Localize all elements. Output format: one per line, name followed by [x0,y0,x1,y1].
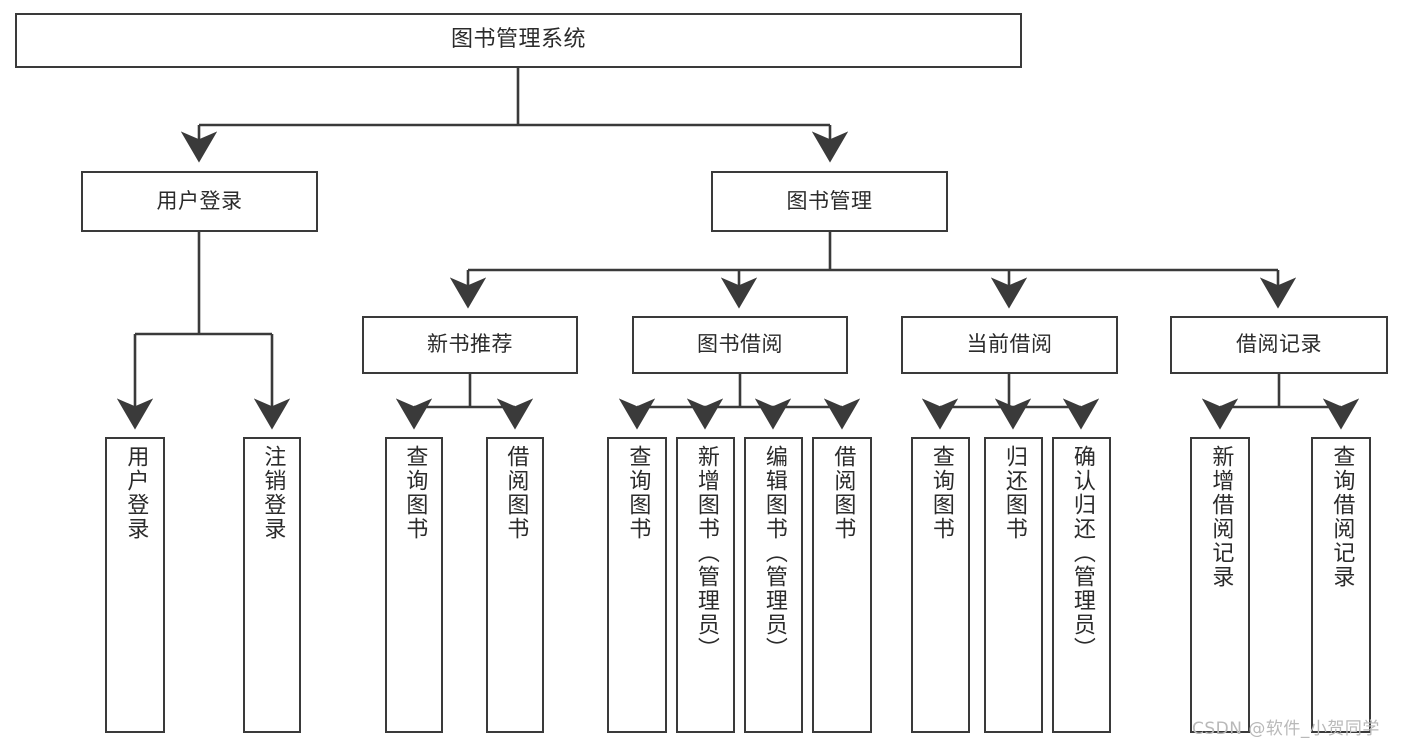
node-user-login[interactable]: 用户登录 [81,171,318,232]
node-user-login-label: 用户登录 [156,188,243,213]
node-root[interactable]: 图书管理系统 [15,13,1022,68]
node-leaf-return-book-label: 归还图书 [1001,445,1027,541]
node-leaf-user-login[interactable]: 用户登录 [105,437,165,733]
node-new-book-recommend[interactable]: 新书推荐 [362,316,578,374]
node-borrow-record-label: 借阅记录 [1236,332,1322,357]
node-leaf-query-book-rec[interactable]: 查询图书 [385,437,443,733]
node-book-manage[interactable]: 图书管理 [711,171,948,232]
node-leaf-borrow-book[interactable]: 借阅图书 [812,437,872,733]
node-leaf-query-book-cur[interactable]: 查询图书 [911,437,970,733]
node-leaf-query-borrow-record[interactable]: 查询借阅记录 [1311,437,1371,733]
node-leaf-query-book-borrow[interactable]: 查询图书 [607,437,667,733]
node-borrow-record[interactable]: 借阅记录 [1170,316,1388,374]
node-book-manage-label: 图书管理 [786,188,873,213]
node-leaf-query-book-borrow-label: 查询图书 [625,445,651,541]
node-leaf-borrow-book-label: 借阅图书 [830,445,856,541]
node-leaf-logout-label: 注销登录 [260,445,286,541]
node-leaf-confirm-return[interactable]: 确认归还（管理员） [1052,437,1111,733]
node-leaf-query-borrow-record-label: 查询借阅记录 [1329,445,1355,589]
node-book-borrow-label: 图书借阅 [697,332,783,357]
node-leaf-confirm-return-label: 确认归还（管理员） [1069,445,1095,661]
node-leaf-add-borrow-record[interactable]: 新增借阅记录 [1190,437,1250,733]
node-leaf-add-book[interactable]: 新增图书（管理员） [676,437,735,733]
node-leaf-user-login-label: 用户登录 [123,445,149,541]
node-current-borrow[interactable]: 当前借阅 [901,316,1118,374]
node-leaf-query-book-rec-label: 查询图书 [402,445,428,541]
node-book-borrow[interactable]: 图书借阅 [632,316,848,374]
node-leaf-borrow-book-rec-label: 借阅图书 [503,445,529,541]
node-leaf-add-book-label: 新增图书（管理员） [693,445,719,661]
watermark-text: CSDN @软件_小贺同学 [1192,719,1380,739]
node-leaf-edit-book-label: 编辑图书（管理员） [761,445,787,661]
node-leaf-borrow-book-rec[interactable]: 借阅图书 [486,437,544,733]
node-leaf-edit-book[interactable]: 编辑图书（管理员） [744,437,803,733]
node-leaf-query-book-cur-label: 查询图书 [928,445,954,541]
node-root-label: 图书管理系统 [450,27,586,53]
node-leaf-add-borrow-record-label: 新增借阅记录 [1208,445,1234,589]
node-current-borrow-label: 当前借阅 [966,332,1053,357]
node-leaf-return-book[interactable]: 归还图书 [984,437,1043,733]
node-leaf-logout[interactable]: 注销登录 [243,437,301,733]
node-new-book-recommend-label: 新书推荐 [427,332,513,357]
